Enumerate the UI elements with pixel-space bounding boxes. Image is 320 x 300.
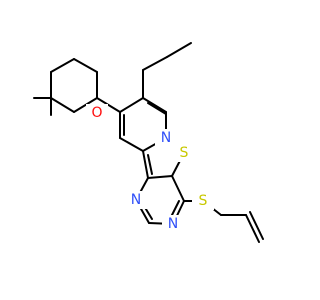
label-mask [125,191,147,209]
bond [171,175,185,202]
oxygen-atom-label: O [91,105,102,121]
bond [50,58,75,73]
molecule-structure: O N S N N S [33,42,264,243]
bond [142,150,149,179]
bond [142,56,168,71]
thiophene-sulfur-label: S [180,145,189,161]
atom-labels: O N S N N S [86,104,214,233]
bond [119,97,144,113]
bond [245,214,260,243]
label-mask [162,215,184,233]
label-mask [86,104,108,122]
bond [119,137,144,152]
pyrimidine-nitrogen-label: N [168,216,178,232]
label-mask [155,129,177,147]
label-mask [173,144,195,162]
pyrimidine-nitrogen-label: N [131,192,141,208]
pyridine-nitrogen-label: N [161,130,171,146]
bond [96,97,121,113]
bond [73,58,98,73]
bond-lines [33,42,264,243]
thioether-sulfur-label: S [199,193,208,209]
bond [147,102,167,115]
bond [166,42,192,58]
bond [142,97,167,113]
label-mask [192,192,214,210]
bond [147,154,153,175]
bond [50,97,75,113]
bond [73,97,98,113]
bond [249,211,264,240]
bond [147,175,173,179]
